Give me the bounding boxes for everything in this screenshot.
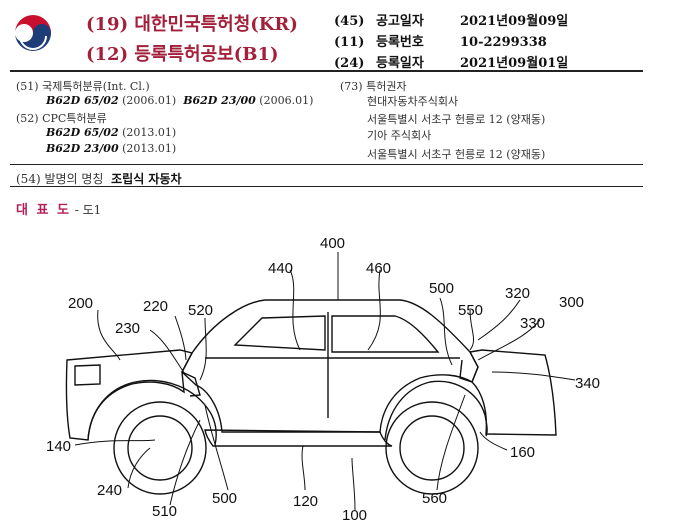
- office-title: (19) 대한민국특허청(KR): [86, 14, 298, 35]
- cpc-code-1: B62D 65/02 (2013.01): [46, 126, 177, 139]
- front-window: [331, 315, 440, 353]
- owner-name-1: 현대자동차주식회사: [367, 95, 459, 108]
- ref-460: 460: [366, 260, 391, 277]
- figure-number: - 도1: [74, 203, 102, 217]
- ref-160: 160: [510, 444, 535, 461]
- ref-510: 510: [152, 503, 177, 520]
- ref-330: 330: [520, 315, 545, 332]
- ref-320: 320: [505, 285, 530, 302]
- ref-220: 220: [143, 298, 168, 315]
- car-drawing: 400 440 460 500 320 300 200 220 520 230 …: [46, 235, 600, 523]
- korea-emblem-icon: [15, 15, 51, 51]
- ref-140: 140: [46, 438, 71, 455]
- rear-wheel-arch: [87, 379, 217, 446]
- invention-title: 조립식 자동차: [111, 172, 182, 186]
- front-joint-bracket: [459, 359, 473, 383]
- ref-300: 300: [559, 294, 584, 311]
- front-module-outline: [468, 349, 557, 436]
- owner-address-2: 서울특별시 서초구 헌릉로 12 (양재동): [367, 148, 546, 161]
- classification-divider: [10, 164, 643, 165]
- publication-title: (12) 등록특허공보(B1): [86, 44, 279, 65]
- cpc-code-2: B62D 23/00 (2013.01): [46, 142, 177, 155]
- invention-title-row: (54) 발명의 명칭 조립식 자동차: [16, 172, 182, 186]
- rear-lamp: [74, 364, 101, 386]
- ref-200: 200: [68, 295, 93, 312]
- ref-100: 100: [342, 507, 367, 523]
- ref-550: 550: [458, 302, 483, 319]
- ref-240: 240: [97, 482, 122, 499]
- front-wheel-rim: [399, 415, 465, 481]
- owner-address-1: 서울특별시 서초구 헌릉로 12 (양재동): [367, 113, 546, 126]
- ipc-codes: B62D 65/02 (2006.01) B62D 23/00 (2006.01…: [46, 94, 314, 107]
- ref-560: 560: [422, 490, 447, 507]
- front-wheel-arch: [384, 380, 488, 441]
- rear-wheel-tire: [113, 401, 207, 495]
- rear-wheel-rim: [127, 415, 193, 481]
- representative-figure-label: 대 표 도 - 도1: [16, 203, 102, 218]
- ref-500-bottom: 500: [212, 490, 237, 507]
- ref-400: 400: [320, 235, 345, 252]
- cpc-heading: (52) CPC특허분류: [16, 112, 107, 125]
- ref-340: 340: [575, 375, 600, 392]
- side-skirt: [204, 429, 393, 447]
- rear-window: [233, 315, 326, 351]
- cabin-outline: [181, 299, 479, 433]
- ipc-heading: (51) 국제특허분류(Int. Cl.): [16, 80, 150, 93]
- leader-lines: [74, 252, 576, 511]
- ref-440: 440: [268, 260, 293, 277]
- owner-name-2: 기아 주식회사: [367, 129, 432, 142]
- ref-120: 120: [293, 493, 318, 510]
- rear-joint-bracket: [181, 371, 201, 397]
- owners-heading: (73) 특허권자: [340, 80, 407, 93]
- ref-520: 520: [188, 302, 213, 319]
- front-wheel-tire: [385, 401, 479, 495]
- title-divider: [10, 186, 643, 187]
- ref-230: 230: [115, 320, 140, 337]
- ref-500-top: 500: [429, 280, 454, 297]
- header-divider: [10, 70, 643, 72]
- rear-module-outline: [65, 349, 194, 441]
